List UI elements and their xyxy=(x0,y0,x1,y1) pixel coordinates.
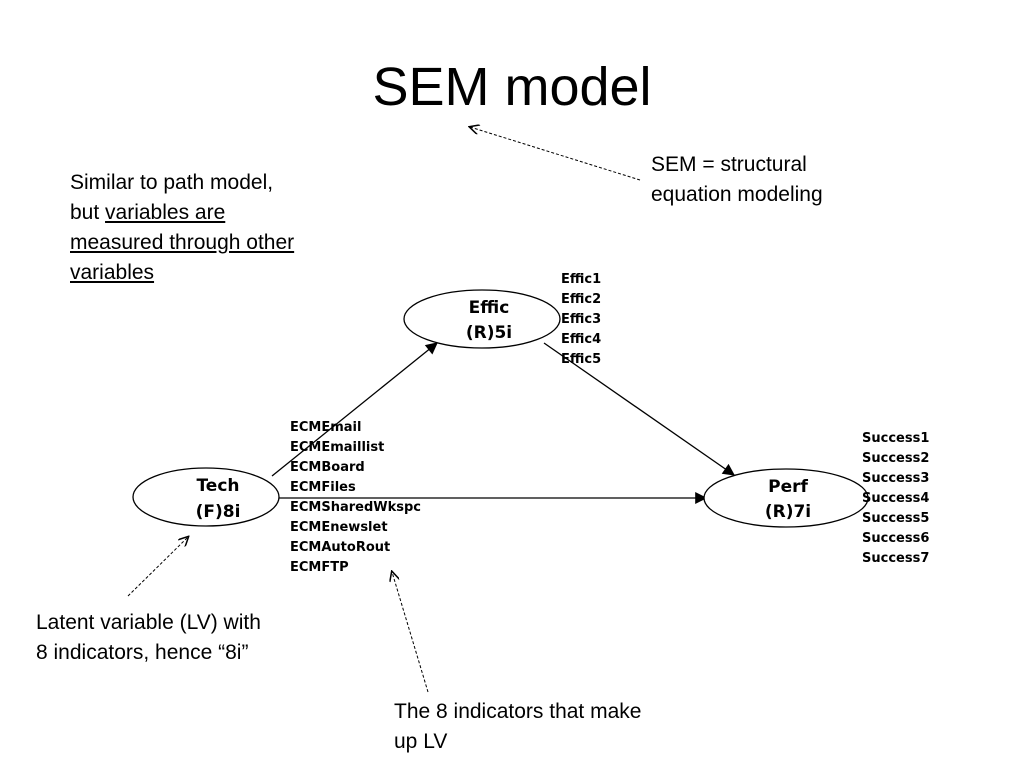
indicator-label: Success7 xyxy=(862,551,929,566)
indicator-label: ECMFiles xyxy=(290,480,356,495)
note-path-model-underlined: variables are measured through other var… xyxy=(70,201,295,284)
node-effic: Effic (R)5i xyxy=(403,289,561,349)
indicator-label: Effic1 xyxy=(561,272,601,287)
indicator-label: Success2 xyxy=(862,451,929,466)
indicator-label: Effic2 xyxy=(561,292,601,307)
arrow-lv-to-tech xyxy=(127,537,188,597)
indicator-label: Success3 xyxy=(862,471,929,486)
indicator-label: ECMFTP xyxy=(290,560,349,575)
node-perf: Perf (R)7i xyxy=(703,468,869,528)
arrow-indicators-to-list xyxy=(392,572,429,693)
edge-tech-to-effic xyxy=(271,342,438,477)
indicator-label: ECMEmail xyxy=(290,420,361,435)
note-indicators: The 8 indicators that make up LV xyxy=(394,700,642,753)
indicator-label: Success5 xyxy=(862,511,929,526)
indicators-perf: Success1 Success2 Success3 Success4 Succ… xyxy=(862,431,929,566)
indicator-label: Success6 xyxy=(862,531,929,546)
note-path-model-text: Similar to path model, but xyxy=(70,171,274,224)
indicator-label: ECMBoard xyxy=(290,460,365,475)
indicator-label: Effic4 xyxy=(561,332,601,347)
note-sem-definition: SEM = structural equation modeling xyxy=(651,153,823,206)
indicator-label: Success4 xyxy=(862,491,929,506)
node-perf-name: Perf xyxy=(768,477,808,497)
note-path-model: Similar to path model, but variables are… xyxy=(70,168,300,288)
indicator-label: Effic5 xyxy=(561,352,601,367)
indicators-tech: ECMEmail ECMEmaillist ECMBoard ECMFiles … xyxy=(290,420,421,575)
node-tech: Tech (F)8i xyxy=(132,467,280,527)
indicator-label: ECMAutoRout xyxy=(290,540,390,555)
node-tech-code: (F)8i xyxy=(196,502,241,522)
arrow-sem-to-title xyxy=(470,127,641,181)
page-title: SEM model xyxy=(372,57,652,117)
node-perf-code: (R)7i xyxy=(765,502,811,522)
node-effic-name: Effic xyxy=(469,298,510,318)
node-effic-code: (R)5i xyxy=(466,323,512,343)
node-tech-name: Tech xyxy=(196,476,239,496)
edge-effic-to-perf xyxy=(543,342,735,476)
note-latent-variable: Latent variable (LV) with 8 indicators, … xyxy=(36,611,261,664)
indicator-label: ECMEmaillist xyxy=(290,440,384,455)
indicators-effic: Effic1 Effic2 Effic3 Effic4 Effic5 xyxy=(561,272,601,367)
indicator-label: Effic3 xyxy=(561,312,601,327)
indicator-label: Success1 xyxy=(862,431,929,446)
indicator-label: ECMEnewslet xyxy=(290,520,388,535)
indicator-label: ECMSharedWkspc xyxy=(290,500,421,515)
